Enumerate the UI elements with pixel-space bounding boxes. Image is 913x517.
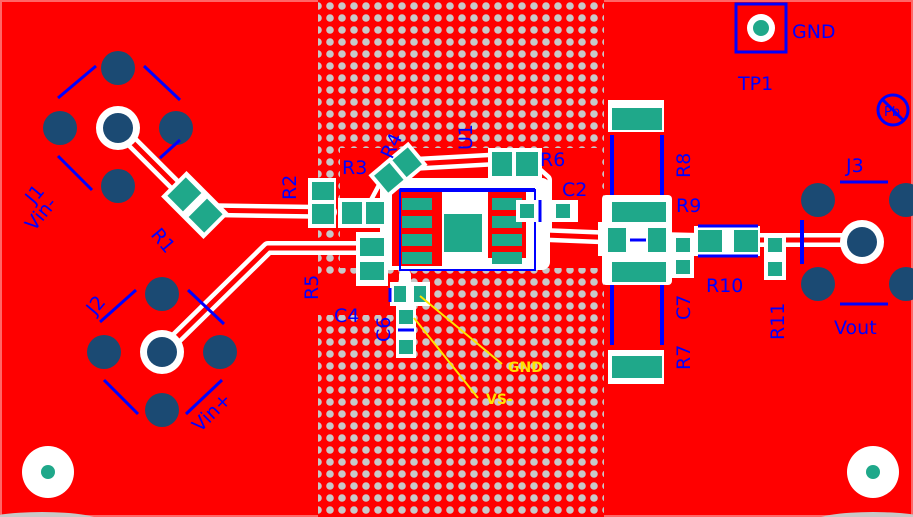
lead-free-text: Pb [884,105,900,120]
u1-amplifier[interactable] [399,188,536,271]
vs-annotation: VS- [486,392,513,408]
mounting-hole-left [22,446,74,498]
gnd-label: GND [792,21,836,43]
r9-label: R9 [676,195,701,217]
r11-resistor[interactable] [764,234,786,280]
r6-resistor[interactable] [488,148,542,180]
u1-label: U1 [455,124,477,150]
r2-label: R2 [279,175,301,200]
gnd-annotation: GND [508,360,543,376]
tp1-test-point[interactable] [734,2,788,54]
r7-label: R7 [673,345,695,370]
c6-capacitor[interactable] [396,306,416,358]
r6-label: R6 [540,149,565,171]
annotation-lines [413,295,503,399]
r1-resistor[interactable] [161,171,229,239]
r7-resistor[interactable] [608,285,664,384]
j3-connector[interactable] [800,180,913,306]
r3-label: R3 [342,157,367,179]
r8-label: R8 [673,153,695,178]
r8-resistor[interactable] [608,100,664,195]
lead-free-icon: Pb [876,93,910,127]
c4-label: C4 [334,305,359,327]
r5-resistor[interactable] [356,232,388,286]
tp1-label: TP1 [737,73,773,95]
r11-label: R11 [767,303,789,340]
r10-resistor[interactable] [694,224,760,258]
c7-capacitor[interactable] [672,234,694,278]
r4-resistor[interactable] [368,141,428,199]
c7-label: C7 [673,295,695,320]
r3-resistor[interactable] [338,198,388,228]
r2-resistor[interactable] [308,178,336,228]
j1-connector[interactable] [43,51,193,203]
output-stage-pads[interactable] [608,202,666,282]
r5-label: R5 [301,275,323,300]
c2-capacitor[interactable] [516,200,578,222]
j3-name: Vout [834,317,877,339]
c2-label: C2 [562,179,587,201]
c6-label: C6 [373,317,395,342]
mounting-hole-right [847,446,899,498]
r10-label: R10 [706,275,743,297]
c4-capacitor[interactable] [388,282,430,306]
j3-label: J3 [845,155,864,177]
j2-connector[interactable] [87,277,237,427]
